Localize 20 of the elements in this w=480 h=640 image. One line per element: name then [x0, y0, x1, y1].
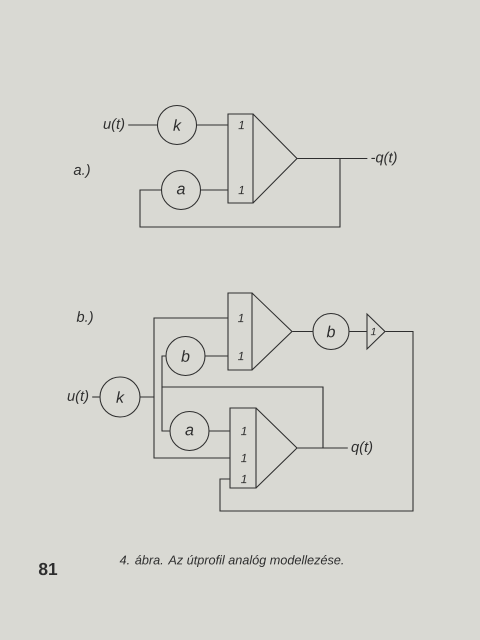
connector-line: [197, 124, 228, 126]
connector-line: [139, 158, 341, 228]
connector-line: [210, 430, 230, 432]
connector-line: [161, 386, 324, 449]
connector-line: [292, 330, 312, 332]
connector-line: [219, 330, 414, 512]
figure-caption: 4. ábra. Az útprofil analóg modellezése.: [120, 555, 343, 567]
page-number: 81: [38, 562, 58, 576]
signal-label: q(t): [352, 441, 372, 455]
connector-line: [128, 124, 157, 126]
signal-label: u(t): [68, 390, 88, 404]
signal-label: -q(t): [371, 152, 397, 166]
connector-line: [206, 355, 228, 357]
part-label: a.): [74, 164, 90, 178]
connector-line: [92, 396, 100, 398]
connector-line: [140, 396, 230, 459]
signal-label: u(t): [104, 118, 124, 132]
connector-line: [350, 330, 366, 332]
connector-line: [201, 189, 228, 191]
part-label: b.): [76, 311, 93, 325]
